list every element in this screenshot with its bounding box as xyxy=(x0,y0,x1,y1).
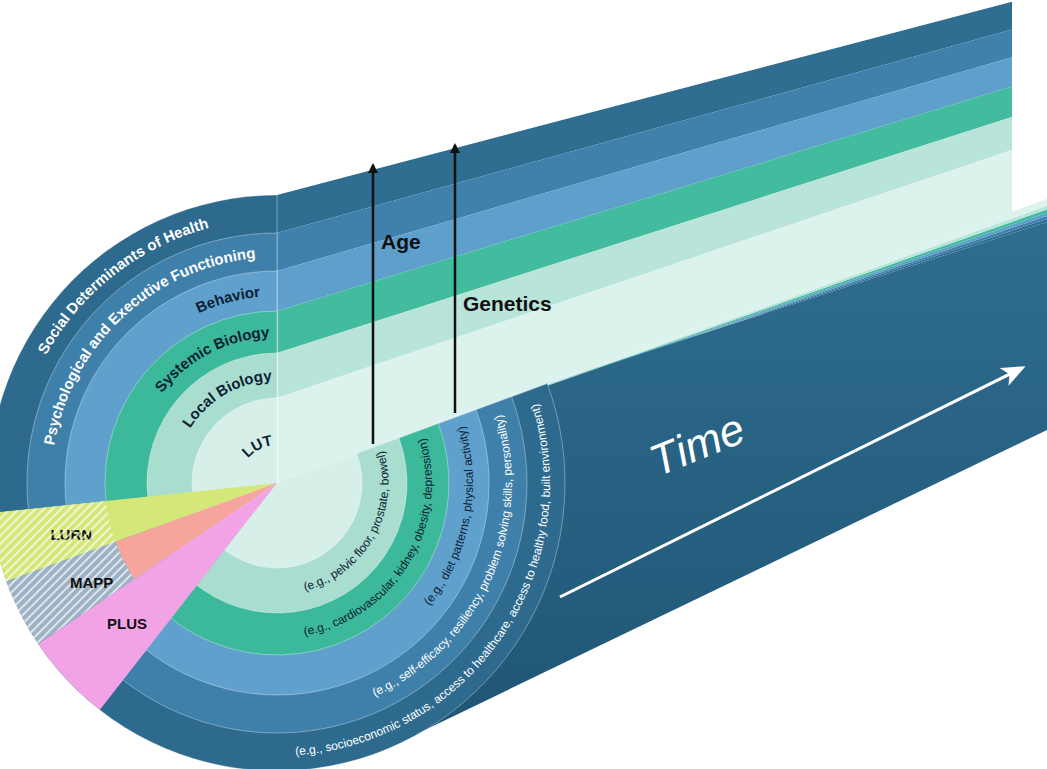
band-shape xyxy=(27,233,527,733)
cut-panel xyxy=(277,2,1012,483)
genetics-arrow xyxy=(454,145,457,413)
band-name-path: LUT xyxy=(238,431,274,460)
axis-label: Genetics xyxy=(463,292,552,316)
axis-label: Age xyxy=(381,230,421,254)
panel-stripe xyxy=(277,150,1012,483)
band-name: LUT xyxy=(238,431,274,460)
time-arrow xyxy=(560,368,1022,597)
wedge-label: PLUS xyxy=(107,614,147,631)
band-name: Behavior xyxy=(193,283,261,316)
age-arrow xyxy=(372,165,375,444)
band-shape xyxy=(0,195,565,769)
axis-label: Time xyxy=(643,403,752,486)
band-name-path: Behavior xyxy=(193,283,261,316)
wedge-shape xyxy=(38,483,277,710)
wedge-label: MAPP xyxy=(70,573,113,590)
